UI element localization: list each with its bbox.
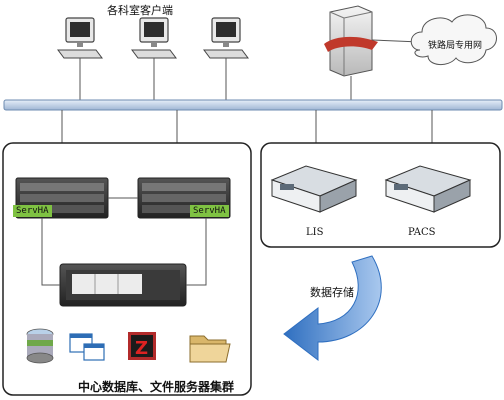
filezilla-icon: Z <box>128 332 156 360</box>
cluster-label: 中心数据库、文件服务器集群 <box>78 380 235 394</box>
central-cluster-group <box>2 142 252 396</box>
network-backbone-bus <box>3 99 503 111</box>
client-pc-icon-1 <box>57 17 103 59</box>
pacs-label: PACS <box>408 227 436 238</box>
client-pc-icon-3 <box>203 17 249 59</box>
folder-icon <box>189 335 231 363</box>
servha-badge-1: ServHA <box>13 205 52 217</box>
san-connector-lines <box>41 218 207 286</box>
railway-network-cloud-icon <box>410 14 497 65</box>
group-connector-lines <box>61 110 433 143</box>
data-storage-label: 数据存储 <box>310 286 354 299</box>
client-connector-lines <box>79 58 227 100</box>
storage-array-icon <box>59 263 187 307</box>
firewall-server-icon <box>324 5 378 77</box>
database-icon <box>26 328 54 364</box>
lis-label: LIS <box>306 227 324 238</box>
svg-text:Z: Z <box>135 338 148 359</box>
pacs-server-icon <box>384 165 472 213</box>
application-servers-group <box>260 142 501 248</box>
client-pc-icon-2 <box>131 17 177 59</box>
railway-network-label: 铁路局专用网 <box>428 41 483 51</box>
servha-badge-2: ServHA <box>190 205 229 217</box>
clients-label: 各科室客户端 <box>107 4 173 17</box>
lis-server-icon <box>270 165 358 213</box>
data-storage-arrow <box>283 255 382 362</box>
windows-app-icon <box>69 333 105 361</box>
